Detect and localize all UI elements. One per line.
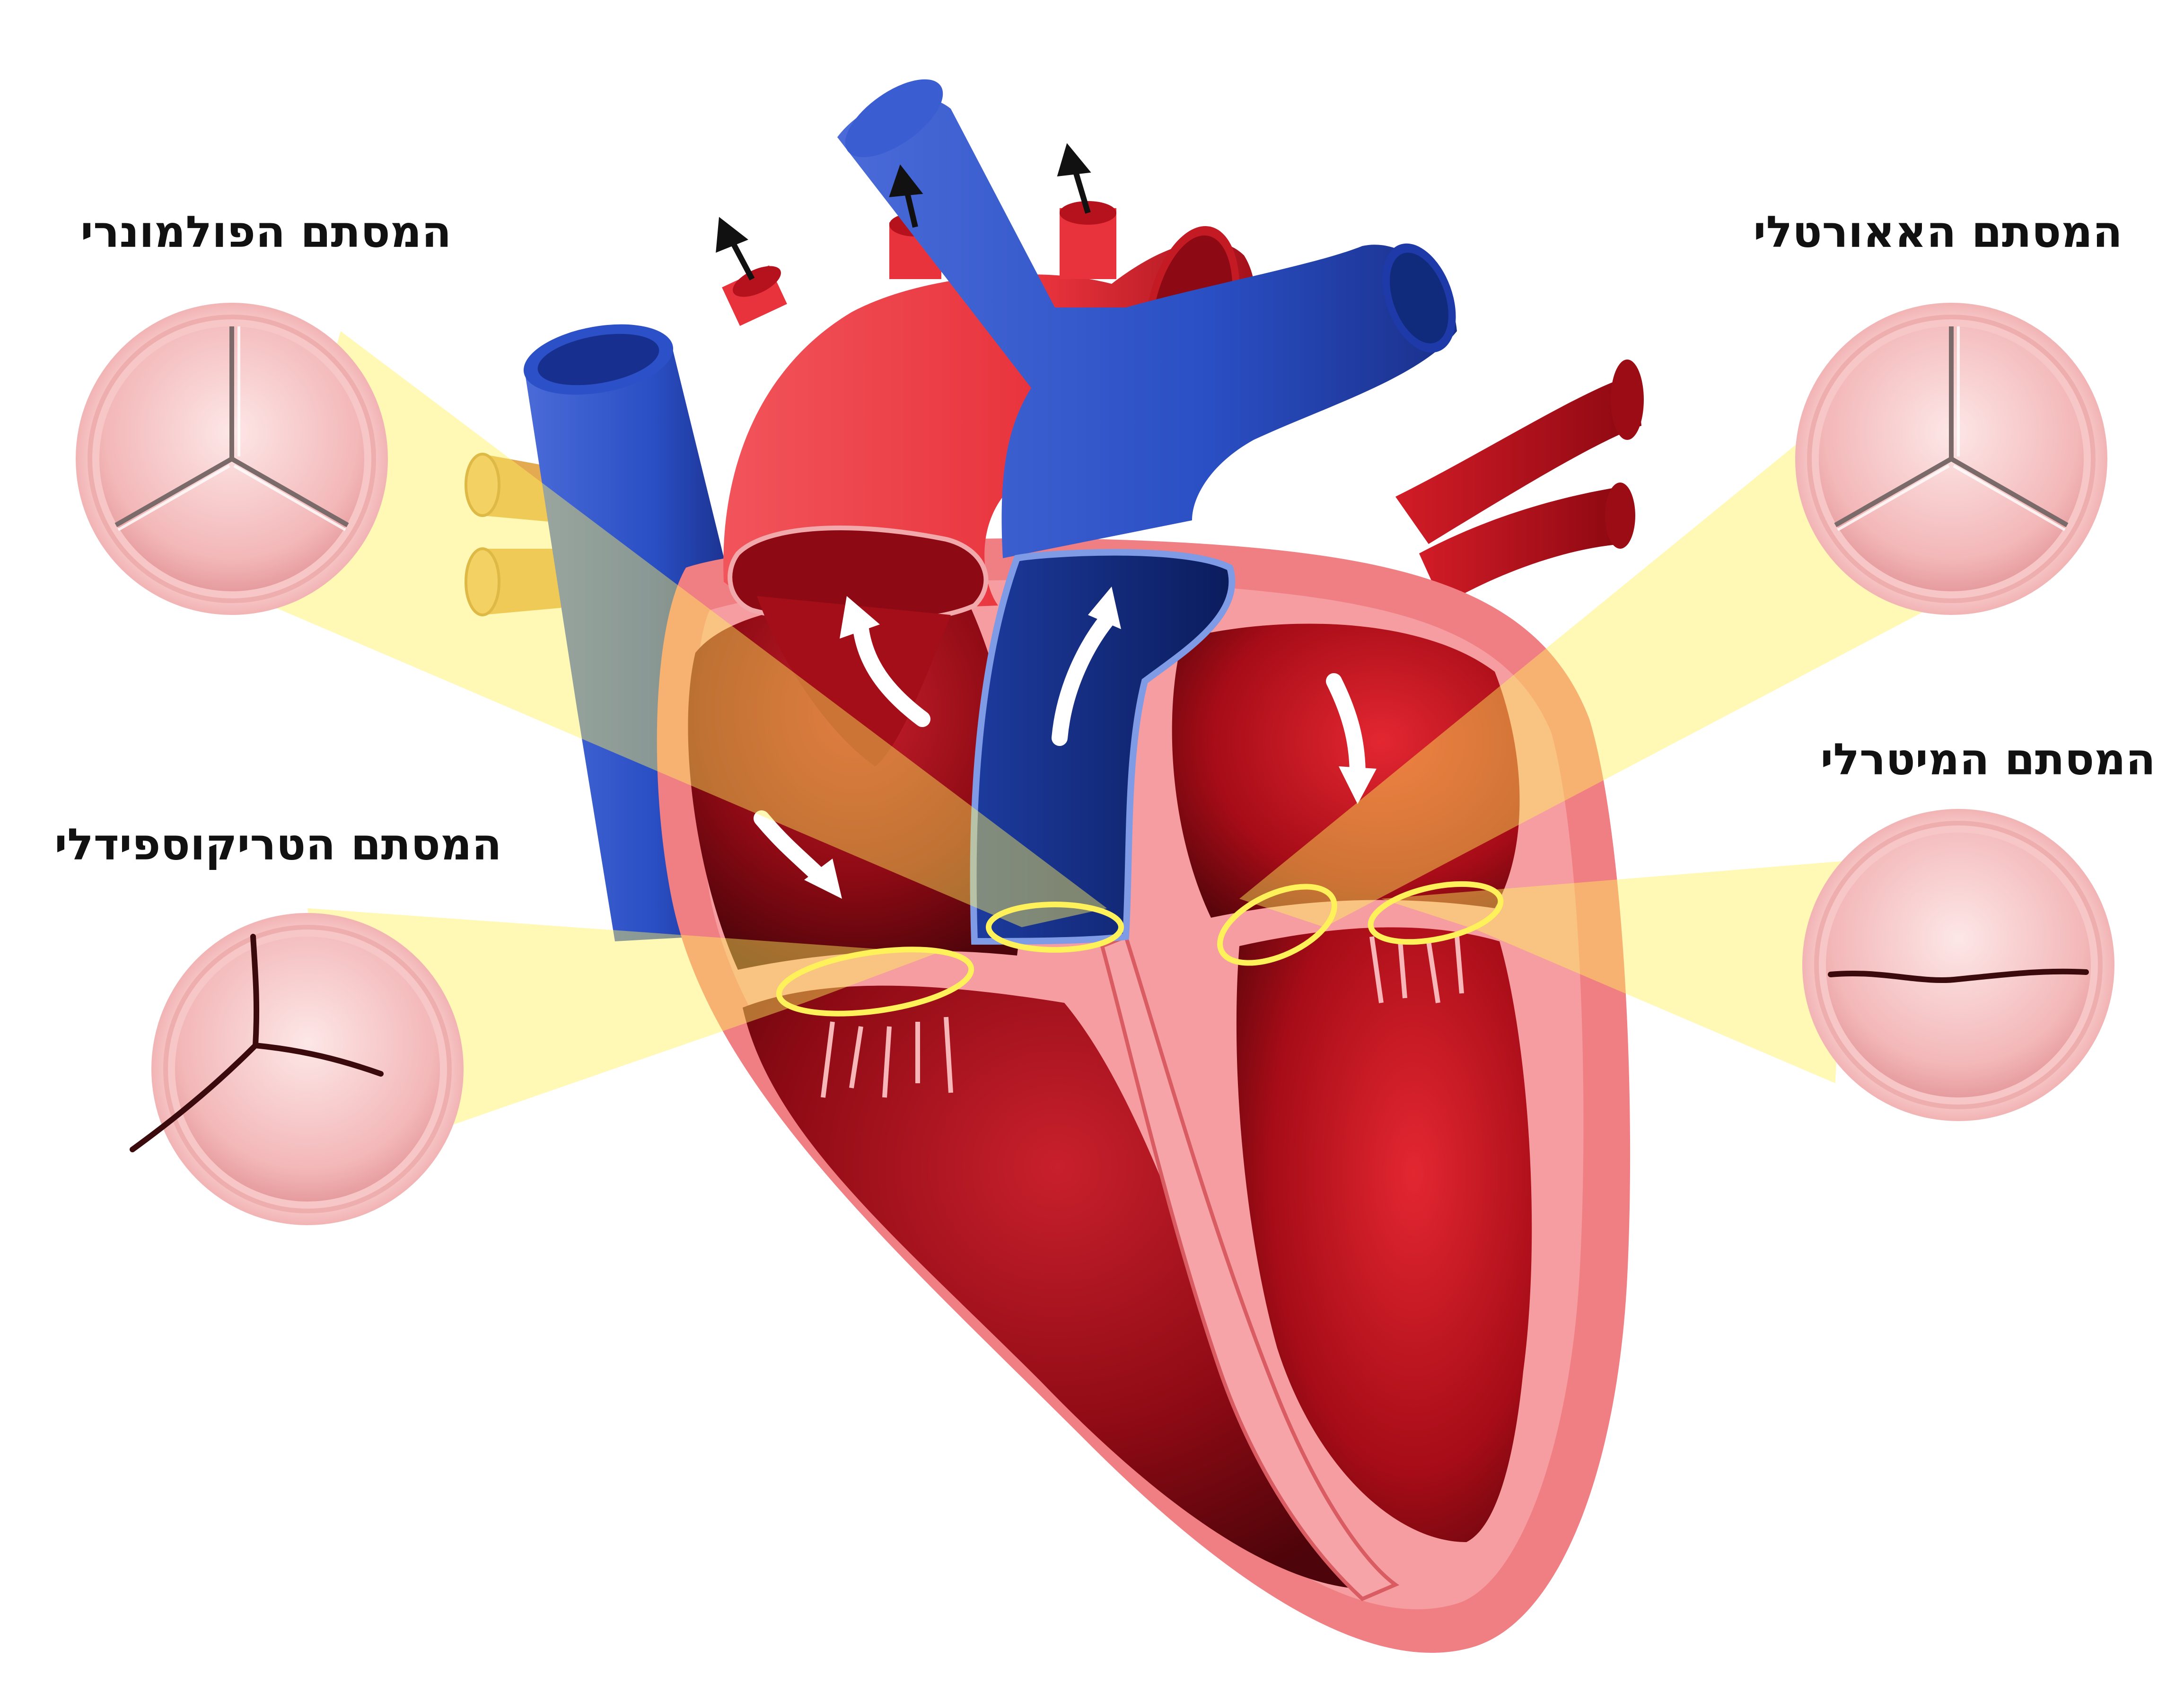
heart: [465, 79, 1644, 1653]
tricuspid-valve-label: המסתם הטריקוספידלי: [54, 819, 502, 870]
aortic-beam: [1239, 416, 1949, 927]
mitral-valve-ring: [1368, 881, 1504, 945]
aortic-valve-ring: [1217, 884, 1337, 966]
pulmonary-valve-label: המסתם הפולמונרי: [80, 207, 452, 257]
pulmonary-veins-right: [1395, 360, 1644, 605]
mitral-beam: [1381, 861, 1845, 1083]
tricuspid-valve-ring: [776, 947, 974, 1017]
pulmonary-beam: [265, 331, 1107, 927]
aortic-valve-detail: [1795, 303, 2107, 615]
tricuspid-beam: [307, 908, 937, 1164]
highlight-beams: [265, 331, 1949, 1164]
mitral-valve-detail: [1802, 809, 2114, 1121]
tricuspid-valve-detail: [130, 913, 464, 1225]
pulmonary-valve-ring: [986, 902, 1124, 953]
chordae-tendineae: [821, 936, 1464, 1098]
black-arrow-icon: [716, 143, 1091, 281]
aortic-valve-label: המסתם האאורטלי: [1753, 207, 2123, 257]
mitral-valve-label: המסתם המיטרלי: [1820, 734, 2156, 785]
pulmonary-artery: [837, 79, 1457, 945]
septum: [1100, 934, 1400, 1601]
white-arrowheads: [804, 587, 1377, 899]
left-ventricle: [1236, 927, 1532, 1542]
valve-rings: [776, 881, 1504, 1017]
pulmonary-valve-detail: [76, 303, 388, 615]
right-ventricle: [743, 985, 1372, 1589]
right-atrium: [688, 600, 1023, 970]
